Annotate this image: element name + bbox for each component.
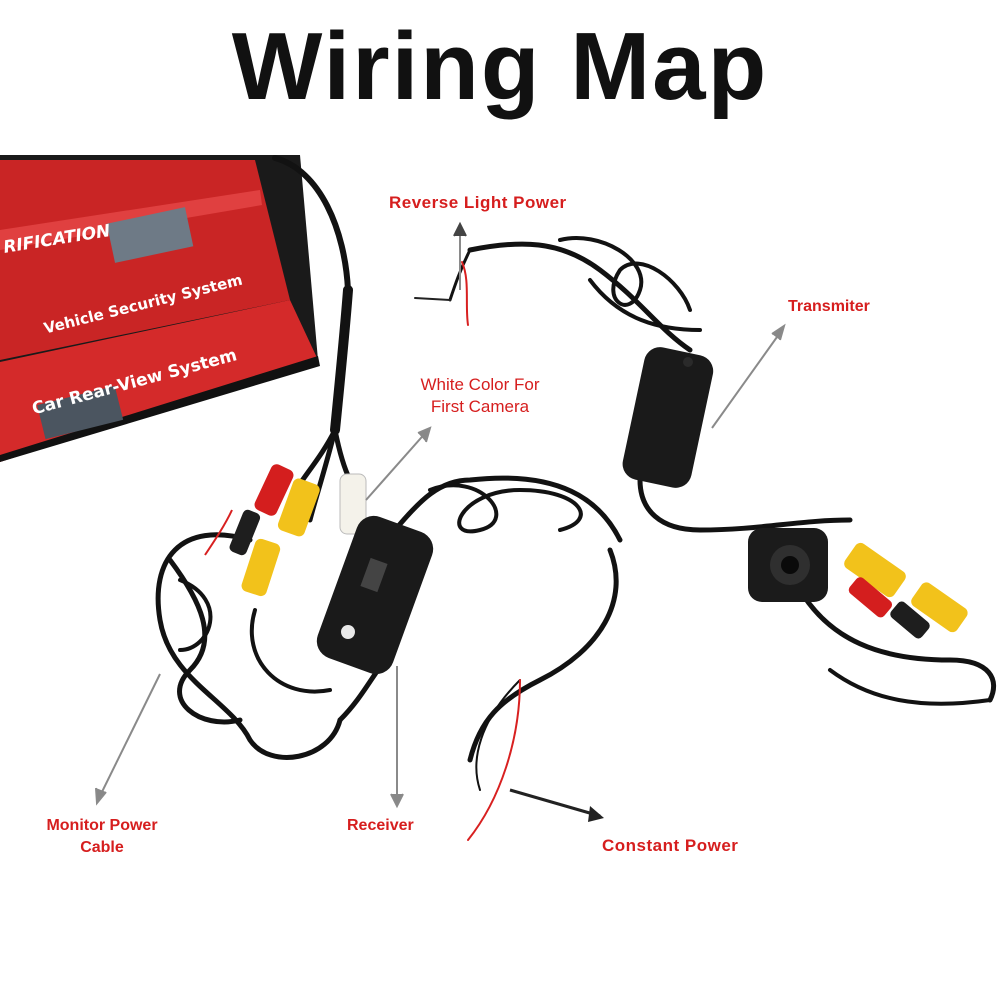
wiring-photo (0, 155, 997, 841)
label-monitor-power-line2: Cable (80, 839, 124, 856)
label-white-color: White Color For First Camera (395, 374, 565, 418)
pointer-arrows (95, 221, 786, 809)
label-monitor-power-cable: Monitor Power Cable (32, 815, 172, 859)
label-white-color-line2: First Camera (430, 397, 530, 416)
product-box (0, 155, 320, 462)
constant-power-wires (467, 679, 521, 841)
reverse-light-wires (414, 248, 472, 326)
label-constant-power: Constant Power (602, 836, 739, 855)
label-transmitter: Transmiter (788, 298, 870, 315)
cables (155, 155, 997, 763)
monitor-red-wire (204, 509, 233, 556)
transmitter-unit (622, 347, 714, 488)
label-monitor-power-line1: Monitor Power (46, 817, 158, 834)
camera (748, 528, 828, 602)
label-white-color-line1: White Color For (420, 375, 540, 394)
rca-plugs (229, 464, 367, 597)
label-receiver: Receiver (347, 817, 414, 834)
receiver-unit (316, 515, 434, 675)
camera-rca-plugs (844, 542, 968, 639)
page-title: Wiring Map (231, 13, 769, 120)
label-reverse-light-power: Reverse Light Power (389, 193, 567, 212)
constant-power-arrow (509, 788, 604, 822)
